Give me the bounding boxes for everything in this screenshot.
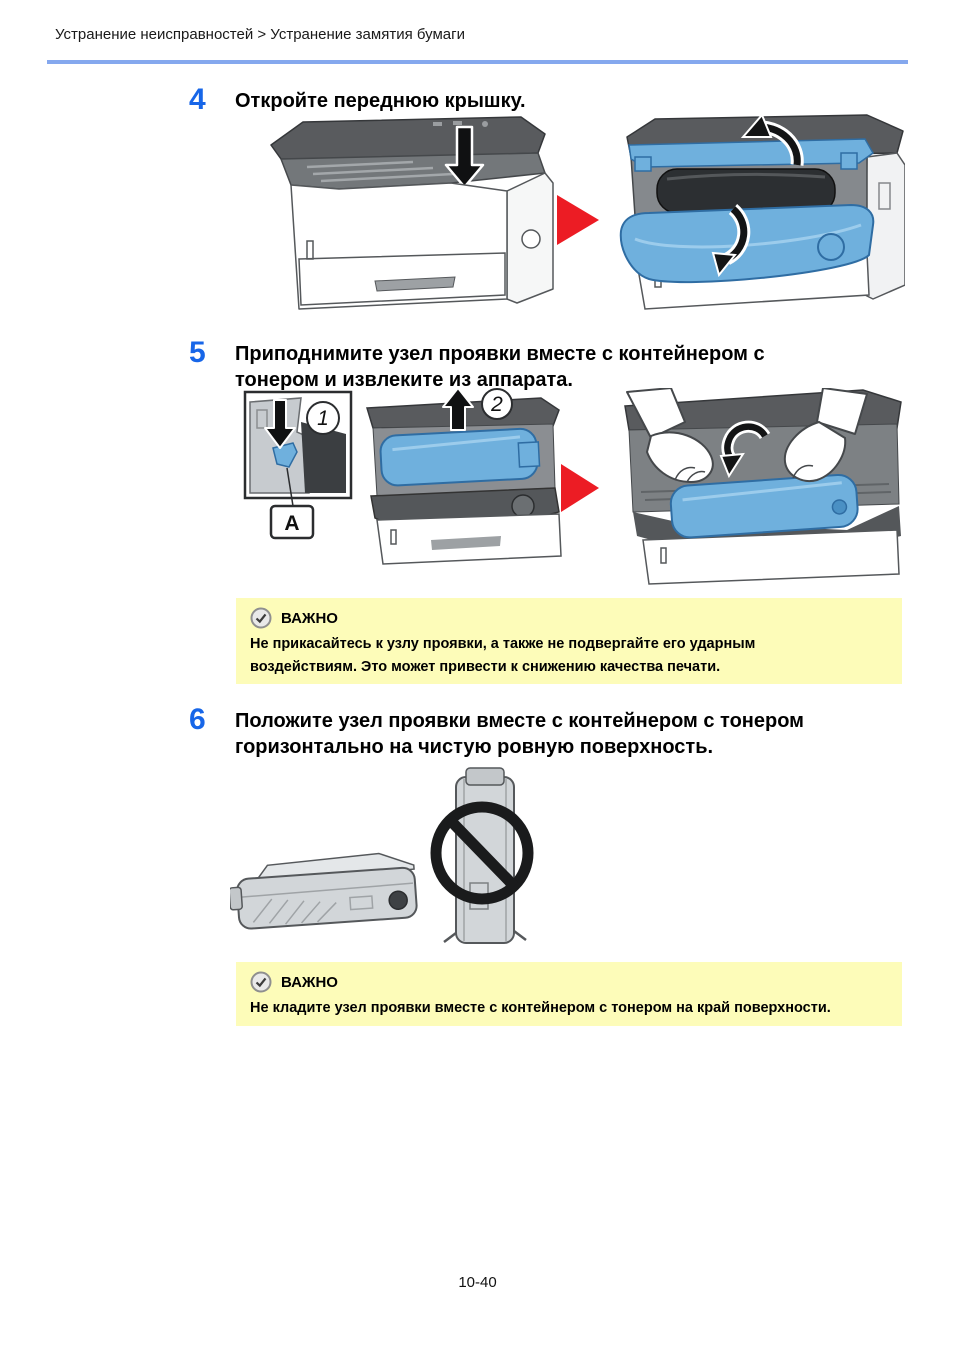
open-front-cover-arrow-icon	[711, 204, 751, 278]
developer-unit	[669, 473, 859, 539]
svg-text:1: 1	[317, 407, 329, 430]
figure-step6-place-unit-flat	[230, 767, 534, 944]
note-body-line: Не кладите узел проявки вместе с контейн…	[250, 1000, 831, 1016]
removing-developer-unit	[624, 388, 902, 585]
press-button-arrow-icon	[444, 125, 485, 189]
step-6-title-line1: Положите узел проявки вместе с контейнер…	[235, 710, 804, 732]
breadcrumb: Устранение неисправностей > Устранение з…	[55, 26, 465, 43]
note-title: ВАЖНО	[281, 973, 338, 991]
gloved-hands	[626, 388, 868, 484]
page-number: 10-40	[458, 1274, 497, 1291]
step-4-title-line: Откройте переднюю крышку.	[235, 90, 526, 112]
release-lever	[272, 442, 298, 468]
lift-unit-arrow-icon	[442, 388, 474, 431]
red-arrow-icon	[561, 464, 599, 512]
printer-front-closed	[270, 116, 554, 310]
important-note-2: ВАЖНО Не кладите узел проявки вместе с к…	[236, 962, 902, 1026]
prohibition-icon	[430, 801, 534, 905]
step-5-number: 5	[189, 336, 206, 369]
open-upper-cover-arrow-icon	[740, 113, 804, 166]
callout-1: 1	[306, 401, 340, 435]
note-body: Не прикасайтесь к узлу проявки, а также …	[250, 633, 888, 679]
figure-step4-open-front-cover	[270, 113, 905, 310]
svg-text:2: 2	[490, 393, 503, 416]
developer-unit	[379, 427, 541, 487]
developer-unit-horizontal	[230, 852, 418, 930]
step-6-title-line2: горизонтально на чистую ровную поверхнос…	[235, 736, 714, 758]
rotate-unit-arrow-icon	[719, 420, 771, 479]
step-5-title-line1: Приподнимите узел проявки вместе с конте…	[235, 343, 765, 365]
note-body: Не кладите узел проявки вместе с контейн…	[250, 997, 888, 1020]
step-5-title: Приподнимите узел проявки вместе с конте…	[235, 341, 765, 393]
header-rule	[47, 60, 908, 64]
step-5-title-line2: тонером и извлеките из аппарата.	[235, 369, 573, 391]
svg-text:А: А	[284, 512, 299, 535]
figure-step5-remove-developer-unit: 1 А 2	[243, 388, 902, 585]
check-icon	[250, 971, 272, 993]
callout-2: 2	[481, 388, 513, 420]
printer-developer-unit: 2	[366, 388, 562, 565]
step-4-title: Откройте переднюю крышку.	[235, 88, 526, 114]
step-6-title: Положите узел проявки вместе с контейнер…	[235, 708, 804, 760]
note-title: ВАЖНО	[281, 609, 338, 627]
step-4-number: 4	[189, 83, 206, 116]
check-icon	[250, 607, 272, 629]
label-a: А	[269, 504, 315, 540]
note-body-line: Не прикасайтесь к узлу проявки, а также …	[250, 636, 756, 652]
lever-inset: 1	[243, 390, 353, 500]
step-6-number: 6	[189, 703, 206, 736]
press-lever-arrow-icon	[264, 399, 296, 449]
printer-front-open	[619, 113, 905, 310]
important-note-1: ВАЖНО Не прикасайтесь к узлу проявки, а …	[236, 598, 902, 684]
upper-cover-open	[628, 138, 874, 168]
red-arrow-icon	[557, 195, 599, 245]
note-body-line: воздействиям. Это может привести к сниже…	[250, 659, 721, 675]
